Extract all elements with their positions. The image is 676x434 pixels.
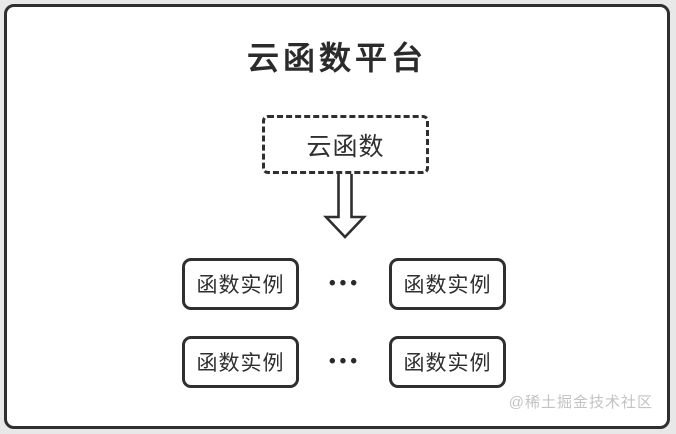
function-instance-label: 函数实例 bbox=[196, 274, 285, 297]
cloud-function-node-label: 云函数 bbox=[306, 132, 385, 161]
watermark: @稀土掘金技术社区 bbox=[508, 394, 653, 411]
function-instance-label: 函数实例 bbox=[403, 352, 492, 375]
function-instance-box: 函数实例 bbox=[182, 258, 299, 310]
ellipsis-dots: ••• bbox=[329, 351, 361, 372]
function-instance-box: 函数实例 bbox=[389, 336, 506, 388]
cloud-function-node: 云函数 bbox=[262, 115, 429, 174]
function-instance-box: 函数实例 bbox=[182, 336, 299, 388]
diagram-title: 云函数平台 bbox=[246, 40, 427, 76]
function-instance-label: 函数实例 bbox=[196, 352, 285, 375]
function-instance-box: 函数实例 bbox=[389, 258, 506, 310]
ellipsis-dots: ••• bbox=[329, 273, 361, 294]
down-arrow-icon bbox=[323, 174, 367, 239]
function-instance-label: 函数实例 bbox=[403, 274, 492, 297]
diagram-frame: 云函数平台 云函数 函数实例 ••• 函数实例 函数实例 ••• 函数实例 @稀… bbox=[4, 4, 670, 429]
